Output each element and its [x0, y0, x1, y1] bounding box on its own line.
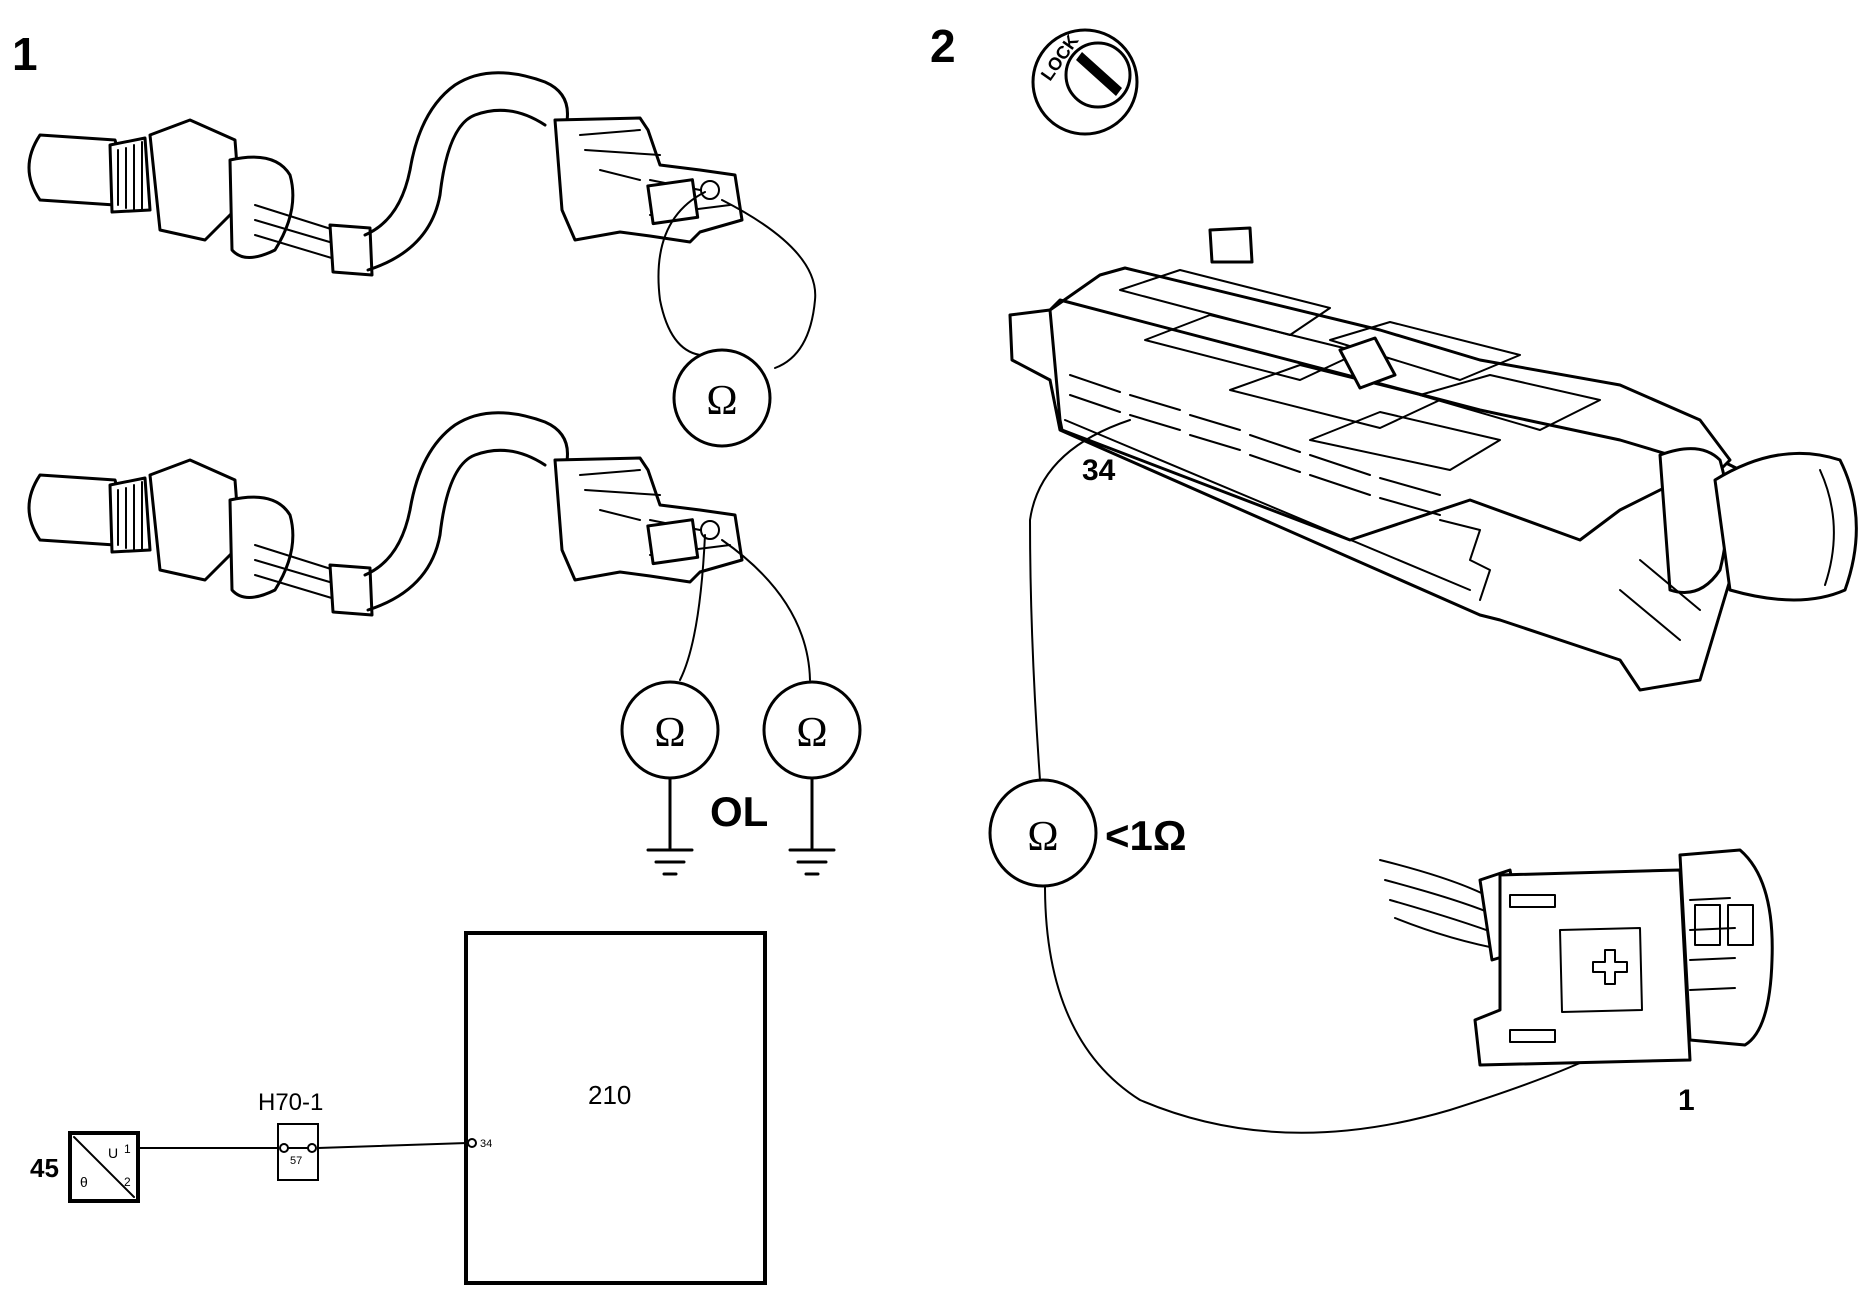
meter-lead-bottom-right — [721, 539, 811, 681]
sensor-cable-top-outer — [363, 71, 569, 237]
ground-icon — [788, 848, 836, 876]
ohm-symbol: Ω — [1027, 814, 1058, 860]
sensor-cable-bottom-outer — [363, 411, 569, 577]
sensor-cable-top-inner — [366, 108, 547, 272]
ecu-pin-label: 34 — [480, 1138, 492, 1150]
ecu-connector — [1008, 226, 1858, 692]
ohmmeter-bottom-right: Ω — [762, 680, 862, 850]
continuity-reading: <1Ω — [1105, 812, 1187, 859]
harness-pin-label: 1 — [1678, 1084, 1695, 1117]
open-loop-reading: OL — [710, 788, 768, 835]
lock-knob-icon: LOCK — [1031, 28, 1139, 136]
sensor-pin2-label: 2 — [124, 1175, 131, 1189]
sensor-cable-bottom-inner — [366, 448, 547, 612]
meter-lead-ecu — [1029, 419, 1131, 781]
connector-plug-top — [553, 116, 744, 244]
ohmmeter-continuity: Ω — [988, 778, 1098, 888]
connector-plug-bottom — [553, 456, 744, 584]
harness-connector — [1379, 848, 1774, 1067]
sensor-diagonal — [73, 1136, 135, 1198]
ohmmeter-top: Ω — [672, 348, 772, 448]
lock-label: LOCK — [1037, 31, 1083, 84]
sensor-u-label: U — [108, 1145, 118, 1161]
ecu-pin-label: 34 — [1082, 454, 1116, 487]
ohm-symbol: Ω — [706, 378, 737, 424]
temperature-sensor-bottom — [27, 458, 374, 617]
step-1-label: 1 — [12, 28, 38, 80]
meter-lead-bottom-left — [679, 534, 706, 681]
ground-icon — [646, 848, 694, 876]
meter-lead-top-right — [721, 199, 817, 369]
ohm-symbol: Ω — [654, 710, 685, 756]
sensor-pin1-label: 1 — [124, 1142, 131, 1156]
connector-id-label: H70-1 — [258, 1089, 323, 1116]
connector-pin-label: 57 — [290, 1155, 302, 1167]
ohmmeter-bottom-left: Ω — [620, 680, 720, 850]
ohm-symbol: Ω — [796, 710, 827, 756]
ecu-box — [464, 931, 767, 1285]
sensor-theta-label: θ — [80, 1174, 88, 1190]
wire-connector-to-ecu — [317, 1142, 468, 1149]
step-2-label: 2 — [930, 20, 956, 72]
ecu-id-label: 210 — [588, 1080, 631, 1110]
schematic: 45 U θ 1 2 H70-1 57 210 34 — [30, 931, 767, 1285]
sensor-id-label: 45 — [30, 1153, 59, 1183]
meter-lead-top-left — [657, 191, 706, 356]
temperature-sensor-top — [27, 118, 374, 277]
